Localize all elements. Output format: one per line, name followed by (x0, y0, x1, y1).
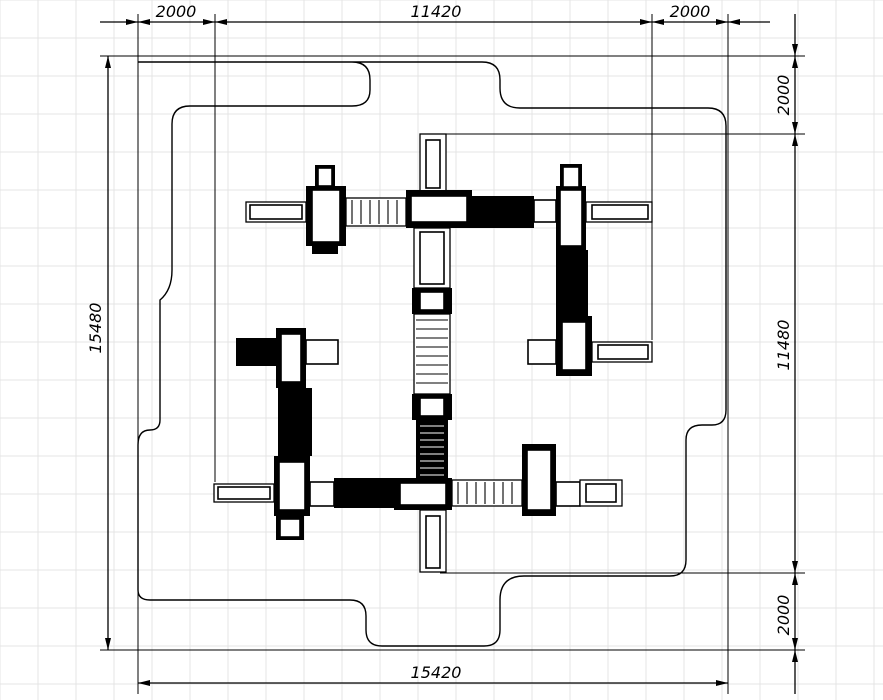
central-top-ladder (419, 133, 447, 193)
safety-zone-outline (137, 61, 727, 647)
dim-right-span: 11480 (774, 320, 793, 371)
dim-top-right-margin: 2000 (670, 2, 711, 21)
extension-lines (100, 14, 805, 694)
dim-left-total: 15480 (86, 303, 105, 354)
bottom-dimension: 15420 (138, 663, 728, 686)
dim-bottom-total: 15420 (411, 663, 462, 682)
playground-structure (213, 133, 653, 573)
central-spine (412, 227, 452, 480)
dim-top-left-margin: 2000 (156, 2, 197, 21)
dim-right-bottom-margin: 2000 (774, 595, 793, 636)
left-upper-block (236, 328, 339, 456)
right-connector (527, 250, 653, 376)
left-dimension: 15480 (86, 56, 111, 650)
dim-right-top-margin: 2000 (774, 75, 793, 116)
top-dimension: 2000 11420 2000 (100, 2, 770, 25)
dim-top-span: 11420 (411, 2, 462, 21)
bottom-beam (213, 444, 623, 573)
right-dimension: 2000 11480 2000 (774, 14, 798, 694)
top-beam (245, 164, 653, 254)
